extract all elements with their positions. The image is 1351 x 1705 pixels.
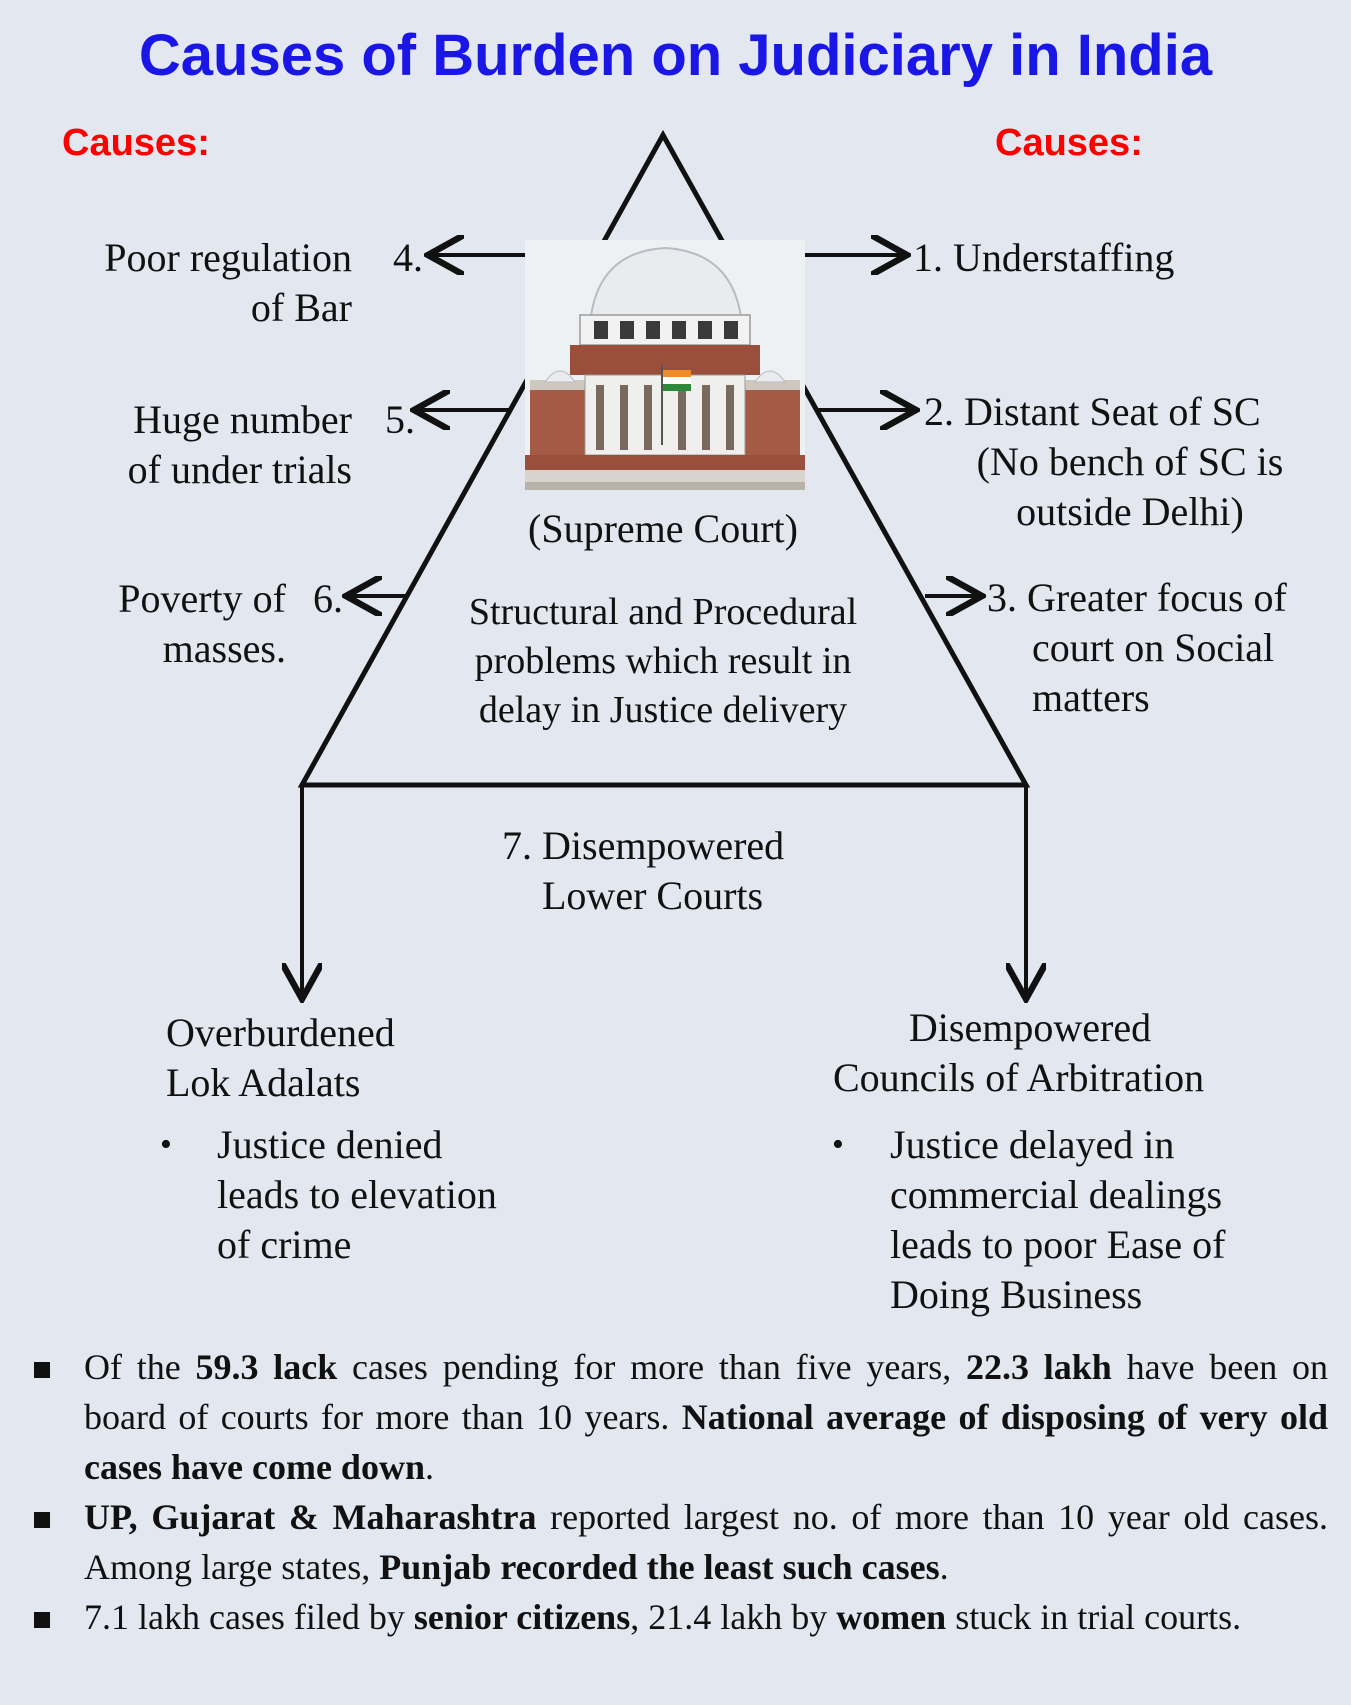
- cause-5: Huge number of under trials: [20, 395, 352, 495]
- cause-5-number: 5.: [385, 397, 415, 442]
- cause-6-number: 6.: [313, 576, 343, 621]
- fact-1-bold-f: National average of disposing of very ol…: [84, 1397, 1328, 1487]
- supreme-court-caption: (Supreme Court): [528, 506, 798, 551]
- fact-3-text-a: 7.1 lakh cases filed by: [84, 1597, 414, 1637]
- cause-4-number: 4.: [393, 235, 423, 280]
- cause-5-line-1: Huge number: [133, 397, 352, 442]
- outcome-right-bullet-line-4: Doing Business: [890, 1272, 1143, 1317]
- cause-3-line-2: court on Social: [1032, 625, 1275, 670]
- square-bullet-icon: [34, 1612, 50, 1628]
- pyramid-center-line-1: Structural and Procedural: [468, 591, 858, 633]
- cause-2: 2. Distant Seat of SC: [924, 387, 1261, 437]
- pyramid-triangle: [297, 129, 1031, 788]
- page-title: Causes of Burden on Judiciary in India: [138, 23, 1213, 88]
- cause-3-detail: court on Social matters: [1032, 623, 1274, 723]
- causes-label-right: Causes:: [995, 122, 1143, 164]
- outcome-left-bullet: • Justice denied leads to elevation of c…: [160, 1120, 497, 1270]
- fact-item-1: Of the 59.3 lack cases pending for more …: [28, 1342, 1328, 1492]
- bullet-dot: •: [832, 1126, 844, 1163]
- cause-4: Poor regulation of Bar: [20, 233, 352, 333]
- square-bullet-icon: [34, 1512, 50, 1528]
- cause-3-line-3: matters: [1032, 675, 1150, 720]
- cause-1: 1. Understaffing: [913, 233, 1174, 283]
- cause-7-line-2: Lower Courts: [542, 873, 764, 918]
- outcome-right-bullet-line-2: commercial dealings: [890, 1172, 1223, 1217]
- cause-2-number: 2.: [924, 389, 954, 434]
- fact-3-bold-d: women: [836, 1597, 947, 1637]
- cause-2-line-1: Distant Seat of SC: [964, 389, 1261, 434]
- fact-1-text-e: have been on board of courts for more th…: [84, 1347, 1328, 1437]
- cause-7: Disempowered Lower Courts: [542, 821, 784, 921]
- cause-1-number: 1.: [913, 235, 943, 280]
- fact-2-text-d: .: [939, 1547, 949, 1587]
- pyramid-center-line-3: delay in Justice delivery: [478, 689, 848, 731]
- causes-label-left: Causes:: [62, 122, 210, 164]
- outcome-left-bullet-line-3: of crime: [217, 1222, 352, 1267]
- cause-1-text: Understaffing: [953, 235, 1175, 280]
- outcome-left-bullet-line-2: leads to elevation: [217, 1172, 497, 1217]
- cause-3-line-1: Greater focus of: [1027, 575, 1287, 620]
- fact-1-bold-b: 59.3 lack: [195, 1347, 338, 1387]
- cause-6-line-2: masses.: [162, 626, 286, 671]
- cause-4-line-2: of Bar: [250, 285, 352, 330]
- outcome-right-bullet: • Justice delayed in commercial dealings…: [832, 1120, 1225, 1320]
- outcome-right-title-line-2: Councils of Arbitration: [833, 1055, 1205, 1100]
- cause-6-line-1: Poverty of: [118, 576, 286, 621]
- bullet-dot: •: [160, 1126, 172, 1163]
- fact-2-bold-a: UP, Gujarat & Maharashtra: [84, 1497, 537, 1537]
- outcome-left-title-line-1: Overburdened: [166, 1010, 395, 1055]
- cause-2-detail: (No bench of SC is outside Delhi): [940, 437, 1320, 537]
- fact-2-text-b: reported largest no. of more than 10 yea…: [84, 1497, 1328, 1587]
- outcome-right-bullet-line-3: leads to poor Ease of: [890, 1222, 1226, 1267]
- cause-3: 3. Greater focus of: [987, 573, 1287, 623]
- square-bullet-icon: [34, 1362, 50, 1378]
- outcome-left-bullet-line-1: Justice denied: [217, 1122, 443, 1167]
- supreme-court-image: [525, 240, 805, 490]
- fact-item-2: UP, Gujarat & Maharashtra reported large…: [28, 1492, 1328, 1592]
- pyramid-center-line-2: problems which result in: [474, 640, 852, 682]
- cause-7-line-1: Disempowered: [542, 823, 785, 868]
- fact-1-bold-d: 22.3 lakh: [966, 1347, 1112, 1387]
- outcome-left-title: Overburdened Lok Adalats: [166, 1008, 395, 1108]
- outcome-right-title-line-1: Disempowered: [908, 1005, 1152, 1050]
- fact-3-bold-b: senior citizens: [413, 1597, 631, 1637]
- fact-1-text-c: cases pending for more than five years,: [337, 1347, 967, 1387]
- fact-1-text-a: Of the: [84, 1347, 196, 1387]
- facts-list: Of the 59.3 lack cases pending for more …: [28, 1342, 1328, 1642]
- outcome-right-bullet-line-1: Justice delayed in: [890, 1122, 1175, 1167]
- cause-2-line-2: (No bench of SC is: [976, 439, 1284, 484]
- cause-4-line-1: Poor regulation: [104, 235, 352, 280]
- cause-3-number: 3.: [987, 575, 1017, 620]
- fact-item-3: 7.1 lakh cases filed by senior citizens,…: [28, 1592, 1328, 1642]
- fact-1-text-g: .: [424, 1447, 434, 1487]
- cause-2-line-3: outside Delhi): [1016, 489, 1244, 534]
- outcome-left-title-line-2: Lok Adalats: [166, 1060, 361, 1105]
- fact-3-text-c: , 21.4 lakh by: [630, 1597, 837, 1637]
- fact-2-bold-c: Punjab recorded the least such cases: [379, 1547, 940, 1587]
- cause-7-number: 7.: [502, 823, 532, 868]
- cause-6: Poverty of masses.: [20, 574, 286, 674]
- pyramid-center-text: Structural and Procedural problems which…: [413, 588, 913, 735]
- fact-3-text-e: stuck in trial courts.: [946, 1597, 1242, 1637]
- cause-5-line-2: of under trials: [127, 447, 352, 492]
